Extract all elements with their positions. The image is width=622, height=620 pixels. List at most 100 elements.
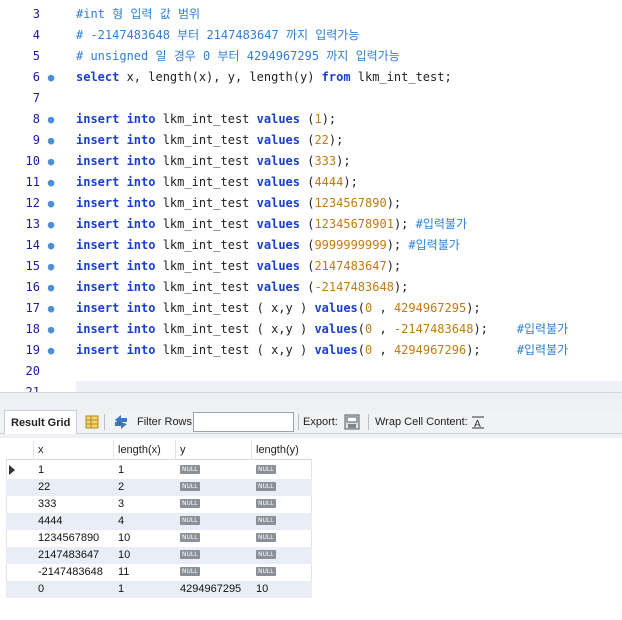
line-number: 16	[25, 280, 40, 294]
code-line[interactable]: 13●insert into lkm_int_test values (1234…	[0, 214, 622, 235]
cell-y[interactable]: NULL	[176, 479, 252, 496]
code-line[interactable]: 9●insert into lkm_int_test values (22);	[0, 130, 622, 151]
line-number: 12	[25, 196, 40, 210]
grid-icon[interactable]	[84, 414, 100, 430]
sql-comment: #입력불가	[516, 322, 569, 336]
table-row[interactable]: 1 1 NULL NULL	[6, 462, 312, 479]
toolbar-divider	[104, 414, 105, 430]
null-badge: NULL	[256, 567, 276, 576]
code-line[interactable]: 21	[0, 382, 622, 392]
cell-y[interactable]: 4294967295	[180, 583, 242, 595]
code-line[interactable]: 10●insert into lkm_int_test values (333)…	[0, 151, 622, 172]
sql-keyword: values	[314, 322, 358, 336]
sql-number: 4444	[314, 175, 344, 189]
sql-token: lkm_int_test	[155, 217, 257, 231]
cell-y[interactable]: NULL	[176, 513, 252, 530]
code-line[interactable]: 6●select x, length(x), y, length(y) from…	[0, 67, 622, 88]
code-line[interactable]: 11●insert into lkm_int_test values (4444…	[0, 172, 622, 193]
cell-x[interactable]: 1	[38, 464, 45, 476]
code-line[interactable]: 14●insert into lkm_int_test values (9999…	[0, 235, 622, 256]
column-header-length-y[interactable]: length(y)	[256, 444, 299, 456]
cell-length-y[interactable]: NULL	[252, 530, 312, 547]
table-row[interactable]: 0 1 4294967295 10	[6, 581, 312, 598]
cell-y[interactable]: NULL	[176, 564, 252, 581]
cell-length-y[interactable]: NULL	[252, 496, 312, 513]
cell-x[interactable]: 333	[38, 498, 57, 510]
cell-y[interactable]: NULL	[176, 462, 252, 479]
code-text: insert into lkm_int_test values (1);	[76, 109, 336, 130]
cell-length-x[interactable]: 1	[118, 464, 125, 476]
code-line[interactable]: 18●insert into lkm_int_test ( x,y ) valu…	[0, 319, 622, 340]
code-line[interactable]: 8●insert into lkm_int_test values (1);	[0, 109, 622, 130]
cell-length-x[interactable]: 2	[118, 481, 125, 493]
column-header-x[interactable]: x	[34, 440, 114, 460]
line-number: 9	[32, 133, 40, 147]
sql-token: );	[386, 259, 402, 273]
cell-x[interactable]: -2147483648	[38, 566, 103, 578]
sql-token: (	[300, 133, 315, 147]
sql-number: 0	[365, 322, 373, 336]
cell-x[interactable]: 0	[38, 583, 45, 595]
null-badge: NULL	[256, 482, 276, 491]
null-badge: NULL	[256, 516, 276, 525]
export-icon[interactable]	[344, 414, 360, 430]
table-row[interactable]: -2147483648 11 NULL NULL	[6, 564, 312, 581]
cell-length-x[interactable]: 10	[118, 549, 131, 561]
refresh-icon[interactable]	[112, 414, 128, 430]
cell-length-y[interactable]: NULL	[252, 513, 312, 530]
cell-x[interactable]: 1234567890	[38, 532, 100, 544]
result-grid-tab[interactable]: Result Grid	[4, 410, 78, 434]
sql-token: );	[393, 280, 409, 294]
cell-x[interactable]: 2147483647	[38, 549, 100, 561]
cell-length-y[interactable]: NULL	[252, 547, 312, 564]
cell-length-y[interactable]: NULL	[252, 564, 312, 581]
sql-keyword: insert into	[76, 196, 156, 210]
cell-length-y[interactable]: NULL	[252, 462, 312, 479]
code-line[interactable]: 16●insert into lkm_int_test values (-214…	[0, 277, 622, 298]
cell-y[interactable]: NULL	[176, 496, 252, 513]
statement-marker-icon: ●	[47, 113, 55, 126]
null-badge: NULL	[256, 465, 276, 474]
statement-marker-icon: ●	[47, 260, 55, 273]
sql-token: lkm_int_test	[155, 196, 257, 210]
sql-keyword: values	[256, 112, 300, 126]
code-line[interactable]: 12●insert into lkm_int_test values (1234…	[0, 193, 622, 214]
cell-x[interactable]: 22	[38, 481, 51, 493]
cell-x[interactable]: 4444	[38, 515, 63, 527]
cell-length-x[interactable]: 1	[118, 583, 125, 595]
code-line[interactable]: 15●insert into lkm_int_test values (2147…	[0, 256, 622, 277]
toolbar-divider	[368, 414, 369, 430]
code-line[interactable]: 17●insert into lkm_int_test ( x,y ) valu…	[0, 298, 622, 319]
sql-token: lkm_int_test	[155, 238, 257, 252]
column-header-y[interactable]: y	[176, 440, 252, 460]
toolbar-divider	[298, 414, 299, 430]
code-text: insert into lkm_int_test values (4444);	[76, 172, 358, 193]
cell-y[interactable]: NULL	[176, 547, 252, 564]
cell-length-y[interactable]: 10	[256, 583, 269, 595]
cell-length-x[interactable]: 4	[118, 515, 125, 527]
filter-rows-input[interactable]	[193, 412, 294, 432]
cell-length-x[interactable]: 11	[118, 566, 130, 578]
column-header-length-x[interactable]: length(x)	[114, 440, 176, 460]
code-line[interactable]: 5# unsigned 일 경우 0 부터 4294967295 까지 입력가능	[0, 46, 622, 67]
cell-length-y[interactable]: NULL	[252, 479, 312, 496]
cell-length-x[interactable]: 10	[118, 532, 131, 544]
code-line[interactable]: 20	[0, 361, 622, 382]
code-line[interactable]: 3#int 형 입력 값 범위	[0, 4, 622, 25]
code-text: insert into lkm_int_test values (9999999…	[76, 235, 460, 256]
wrap-icon[interactable]: A	[471, 414, 487, 430]
sql-token: lkm_int_test	[155, 259, 257, 273]
code-line[interactable]: 19●insert into lkm_int_test ( x,y ) valu…	[0, 340, 622, 361]
cell-length-x[interactable]: 3	[118, 498, 125, 510]
sql-token: (	[300, 259, 315, 273]
sql-token: (	[300, 280, 315, 294]
code-line[interactable]: 7	[0, 88, 622, 109]
cell-y[interactable]: NULL	[176, 530, 252, 547]
code-line[interactable]: 4# -2147483648 부터 2147483647 까지 입력가능	[0, 25, 622, 46]
